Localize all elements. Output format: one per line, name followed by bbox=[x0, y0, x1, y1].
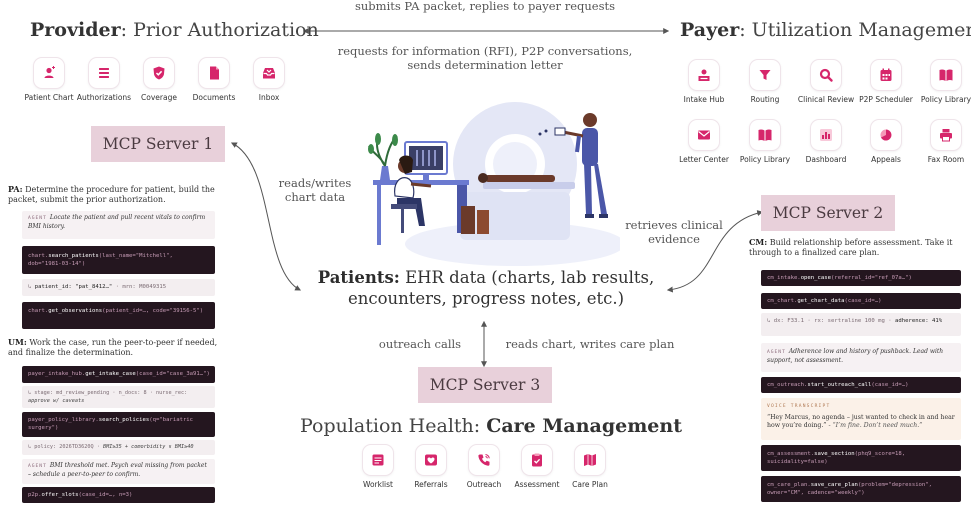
tool-label: Authorizations bbox=[76, 93, 132, 102]
tool-label: Policy Library bbox=[920, 95, 971, 104]
provider-title: Provider: Prior Authorization bbox=[30, 19, 319, 41]
pa-search-patients-result: ↳ patient_id: "pat_8412…" · mrn: M004931… bbox=[22, 279, 215, 296]
tool-label: Dashboard bbox=[805, 155, 847, 164]
tool-label: Routing bbox=[750, 95, 780, 104]
search-icon bbox=[819, 68, 833, 82]
payer-title: Payer: Utilization Management bbox=[680, 19, 971, 41]
printer-icon bbox=[940, 129, 952, 142]
tool-authorizations[interactable]: Authorizations bbox=[69, 58, 139, 102]
cm-get-chart-data-call: cm_chart.get_chart_data(case_id=…) bbox=[761, 293, 961, 309]
cm-task-description: CM: Build relationship before assessment… bbox=[749, 237, 953, 257]
pa-search-patients-call: chart.search_patients(last_name="Mitchel… bbox=[22, 246, 215, 274]
inbox-icon bbox=[263, 68, 275, 79]
edge-label-provider-payer: submits PA packet, replies to payer requ… bbox=[355, 0, 615, 13]
tool-label: Policy Library bbox=[739, 155, 791, 164]
tool-label: Fax Room bbox=[927, 155, 965, 164]
map-icon bbox=[584, 454, 596, 466]
tool-referrals[interactable]: Referrals bbox=[396, 445, 466, 489]
tool-documents[interactable]: Documents bbox=[179, 58, 249, 102]
tool-label: Care Plan bbox=[572, 480, 608, 489]
tool-inbox[interactable]: Inbox bbox=[234, 58, 304, 102]
mcp-server-1[interactable]: MCP Server 1 bbox=[91, 126, 225, 162]
tool-label: Inbox bbox=[258, 93, 280, 102]
tool-label: Documents bbox=[192, 93, 236, 102]
worklist-icon bbox=[372, 454, 384, 466]
patients-mcp2-arrow bbox=[666, 210, 764, 293]
envelope-icon bbox=[698, 130, 710, 140]
cm-save-section-call: cm_assessment.save_section(phq9_score=18… bbox=[761, 445, 961, 471]
cm-save-care-plan-call: cm_care_plan.save_care_plan(problem="dep… bbox=[761, 476, 961, 502]
tool-care-plan[interactable]: Care Plan bbox=[555, 445, 625, 489]
tool-label: Appeals bbox=[871, 155, 901, 164]
tool-label: Coverage bbox=[141, 93, 177, 102]
tool-policy-library-2[interactable]: Policy Library bbox=[730, 120, 800, 164]
um-search-policies-call: payer_policy_library.search_policies(q="… bbox=[22, 412, 215, 437]
tool-appeals[interactable]: Appeals bbox=[851, 120, 921, 164]
heart-icon bbox=[425, 454, 437, 466]
cm-chart-data-result: ↳ dx: F33.1 · rx: sertraline 100 mg · ad… bbox=[761, 313, 961, 336]
tool-assessment[interactable]: Assessment bbox=[502, 445, 572, 489]
tool-p2p-scheduler[interactable]: P2P Scheduler bbox=[851, 60, 921, 104]
list-icon bbox=[99, 68, 109, 78]
um-intake-case-result: ↳ stage: md_review_pending · n_docs: 8 ·… bbox=[22, 386, 215, 408]
edge-label-outreach: outreach calls bbox=[378, 337, 462, 351]
um-task-description: UM: Work the case, run the peer-to-peer … bbox=[8, 337, 218, 357]
edge-label-payer-provider: requests for information (RFI), P2P conv… bbox=[337, 44, 633, 72]
tool-dashboard[interactable]: Dashboard bbox=[791, 120, 861, 164]
tool-patient-chart[interactable]: Patient Chart bbox=[14, 58, 84, 102]
cm-open-case-call: cm_intake.open_case(referral_id="ref_07a… bbox=[761, 270, 961, 286]
intake-hub-icon bbox=[698, 69, 710, 81]
cm-start-outreach-call: cm_outreach.start_outreach_call(case_id=… bbox=[761, 377, 961, 393]
tool-label: Letter Center bbox=[679, 155, 729, 164]
tool-label: Patient Chart bbox=[24, 93, 74, 102]
um-offer-slots-call: p2p.offer_slots(case_id=…, n=3) bbox=[22, 487, 215, 503]
patients-ehr-node: Patients: EHR data (charts, lab results,… bbox=[317, 268, 655, 308]
tool-intake-hub[interactable]: Intake Hub bbox=[669, 60, 739, 104]
mcp1-patients-arrow bbox=[230, 142, 302, 291]
hospital-mri-illustration bbox=[368, 102, 620, 266]
tool-policy-library[interactable]: Policy Library bbox=[911, 60, 971, 104]
edge-label-care-plan: reads chart, writes care plan bbox=[505, 337, 675, 351]
tool-label: Worklist bbox=[362, 480, 393, 489]
tool-label: Assessment bbox=[514, 480, 560, 489]
tool-label: Referrals bbox=[414, 480, 448, 489]
patient-chart-icon bbox=[44, 66, 55, 78]
phone-icon bbox=[478, 454, 490, 466]
population-title: Population Health: Care Management bbox=[300, 415, 682, 437]
document-icon bbox=[210, 66, 219, 80]
tool-clinical-review[interactable]: Clinical Review bbox=[791, 60, 861, 104]
bar-chart-icon bbox=[820, 129, 832, 141]
mcp-server-2[interactable]: MCP Server 2 bbox=[761, 195, 895, 231]
um-get-intake-case-call: payer_intake_hub.get_intake_case(case_id… bbox=[22, 366, 215, 383]
edge-label-clinical-evidence: retrieves clinical evidence bbox=[625, 218, 723, 246]
clipboard-icon bbox=[532, 453, 542, 467]
mcp-server-3[interactable]: MCP Server 3 bbox=[418, 367, 552, 403]
tool-worklist[interactable]: Worklist bbox=[343, 445, 413, 489]
tool-routing[interactable]: Routing bbox=[730, 60, 800, 104]
tool-outreach[interactable]: Outreach bbox=[449, 445, 519, 489]
pa-task-description: PA: Determine the procedure for patient,… bbox=[8, 184, 215, 204]
cm-voice-transcript: VOICE TRANSCRIPT“Hey Marcus, no agenda –… bbox=[761, 398, 961, 440]
calendar-icon bbox=[880, 68, 892, 81]
tool-letter-center[interactable]: Letter Center bbox=[669, 120, 739, 164]
book-icon bbox=[758, 129, 772, 141]
tool-label: Clinical Review bbox=[797, 95, 855, 104]
pa-get-observations-call: chart.get_observations(patient_id=…, cod… bbox=[22, 302, 215, 329]
pie-chart-icon bbox=[880, 129, 892, 141]
tool-fax-room[interactable]: Fax Room bbox=[911, 120, 971, 164]
edge-label-chart-data: reads/writes chart data bbox=[278, 176, 352, 204]
shield-check-icon bbox=[153, 66, 165, 80]
um-policy-result: ↳ policy: 2026TD3620Q · BMI≥35 + comorbi… bbox=[22, 440, 215, 455]
routing-icon bbox=[759, 70, 771, 80]
tool-label: Outreach bbox=[466, 480, 502, 489]
tool-label: Intake Hub bbox=[683, 95, 725, 104]
tool-coverage[interactable]: Coverage bbox=[124, 58, 194, 102]
book-icon bbox=[939, 69, 953, 81]
tool-label: P2P Scheduler bbox=[859, 95, 913, 104]
